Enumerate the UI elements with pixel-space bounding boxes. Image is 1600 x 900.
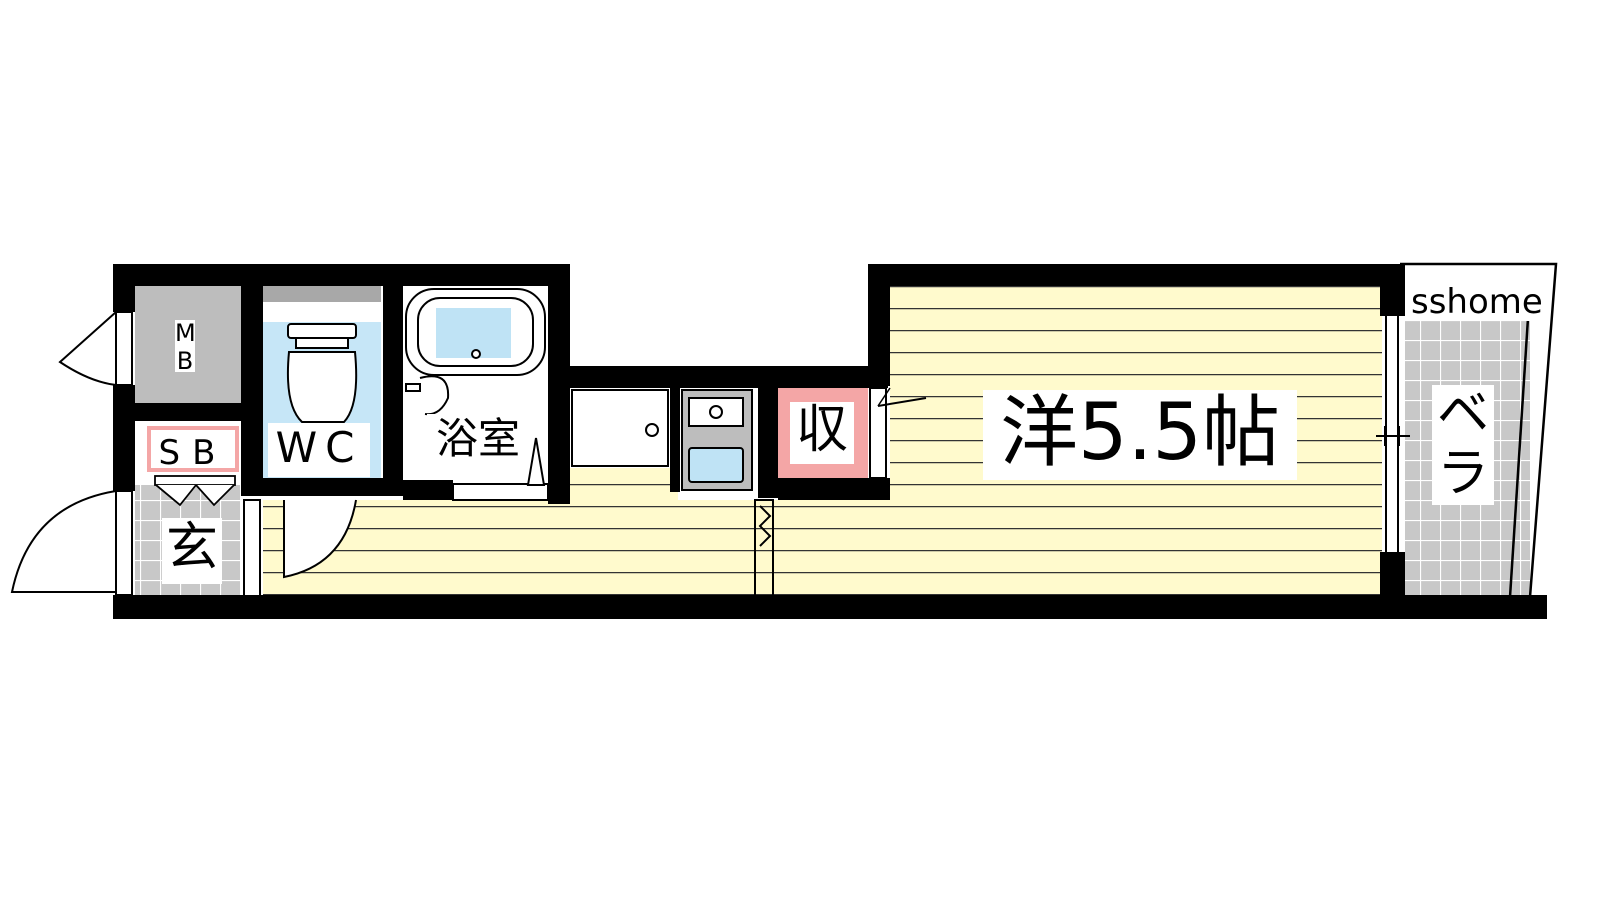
shoe-box-doors	[154, 475, 236, 507]
meter-box-label: MB	[175, 319, 196, 375]
entrance-label: 玄	[162, 518, 222, 584]
shoe-box-label: SB	[147, 426, 239, 473]
balcony-label: ベラ	[1432, 384, 1494, 505]
kitchen-floor	[570, 468, 678, 503]
toilet-label: WC	[268, 423, 370, 477]
storage-label: 収	[790, 402, 854, 464]
doors	[10, 309, 927, 593]
bathtub	[405, 288, 546, 486]
toilet-fixture	[286, 323, 358, 423]
walls	[113, 264, 1547, 619]
watermark-text: sshome	[1408, 285, 1546, 321]
corridor-floor	[263, 500, 890, 597]
western-room-label: 洋5.5帖	[983, 390, 1297, 480]
toilet-shelf	[263, 286, 381, 302]
kitchen	[571, 389, 753, 491]
bathroom-label: 浴室	[427, 414, 529, 468]
